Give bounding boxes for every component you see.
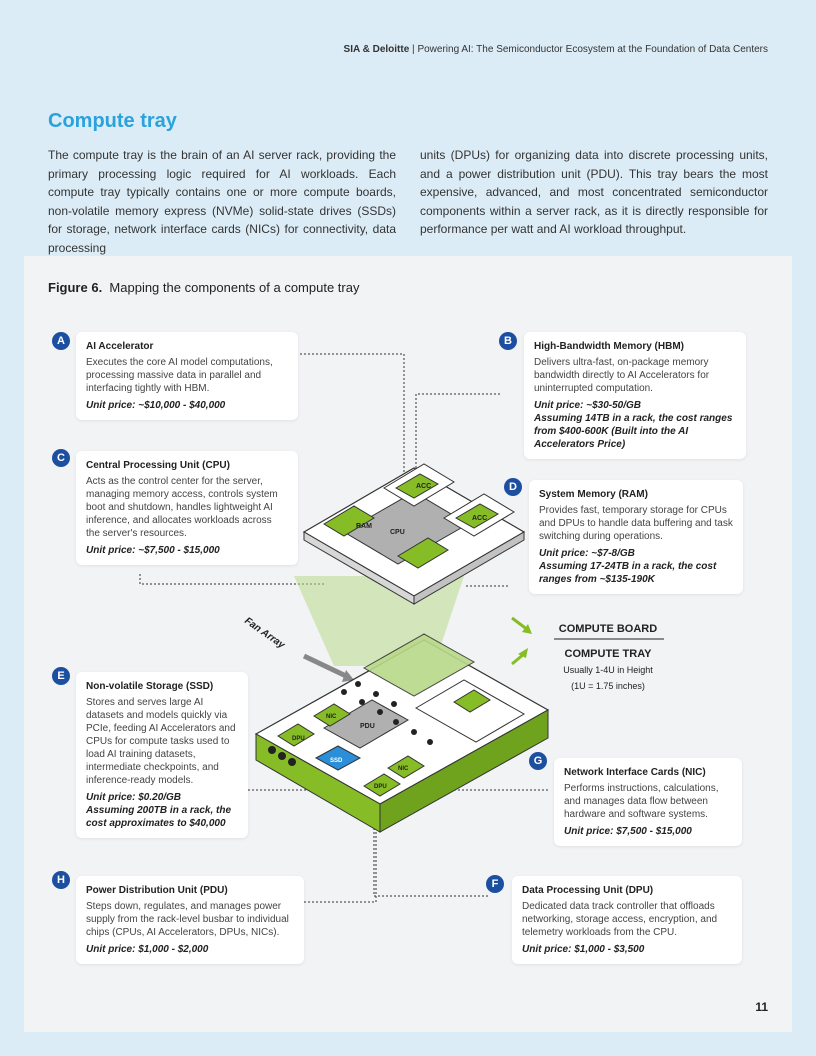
- chip-label-dpu-2: DPU: [374, 784, 387, 790]
- badge-f: F: [486, 875, 504, 893]
- intro-column-2: units (DPUs) for organizing data into di…: [420, 146, 768, 239]
- chip-label-nic-2: NIC: [398, 766, 409, 772]
- card-nic: Network Interface Cards (NIC) Performs i…: [554, 758, 742, 846]
- badge-h: H: [52, 871, 70, 889]
- card-pdu: Power Distribution Unit (PDU) Steps down…: [76, 876, 304, 964]
- badge-g: G: [529, 752, 547, 770]
- tray-height-note: Usually 1-4U in Height: [544, 665, 672, 675]
- chip-label-pdu: PDU: [360, 723, 375, 730]
- badge-c: C: [52, 449, 70, 467]
- chip-label-nic: NIC: [326, 714, 337, 720]
- section-title: Compute tray: [48, 110, 177, 133]
- card-ai-accelerator: AI Accelerator Executes the core AI mode…: [76, 332, 298, 420]
- chip-label-cpu: CPU: [390, 529, 405, 536]
- badge-e: E: [52, 667, 70, 685]
- figure-panel: Figure 6. Mapping the components of a co…: [24, 256, 792, 1032]
- chip-label-acc: ACC: [416, 483, 431, 490]
- card-cpu: Central Processing Unit (CPU) Acts as th…: [76, 451, 298, 565]
- chip-label-acc-2: ACC: [472, 515, 487, 522]
- page-number: 11: [755, 1000, 768, 1014]
- header-subtitle: Powering AI: The Semiconductor Ecosystem…: [417, 44, 768, 55]
- badge-b: B: [499, 332, 517, 350]
- tray-unit-note: (1U = 1.75 inches): [544, 681, 672, 691]
- card-ram: System Memory (RAM) Provides fast, tempo…: [529, 480, 743, 594]
- compute-tray-label: COMPUTE TRAY: [544, 648, 672, 660]
- chip-label-dpu: DPU: [292, 736, 305, 742]
- fan-array-label: Fan Array: [242, 615, 287, 651]
- card-dpu: Data Processing Unit (DPU) Dedicated dat…: [512, 876, 742, 964]
- card-ssd: Non-volatile Storage (SSD) Stores and se…: [76, 672, 248, 838]
- badge-a: A: [52, 332, 70, 350]
- badge-d: D: [504, 478, 522, 496]
- page-header: SIA & Deloitte | Powering AI: The Semico…: [344, 44, 768, 55]
- card-hbm: High-Bandwidth Memory (HBM) Delivers ult…: [524, 332, 746, 459]
- header-brand: SIA & Deloitte: [344, 44, 410, 55]
- chip-label-ssd: SSD: [330, 758, 343, 764]
- chip-label-ram: RAM: [356, 523, 372, 530]
- intro-column-1: The compute tray is the brain of an AI s…: [48, 146, 396, 257]
- compute-board-label: COMPUTE BOARD: [544, 623, 672, 635]
